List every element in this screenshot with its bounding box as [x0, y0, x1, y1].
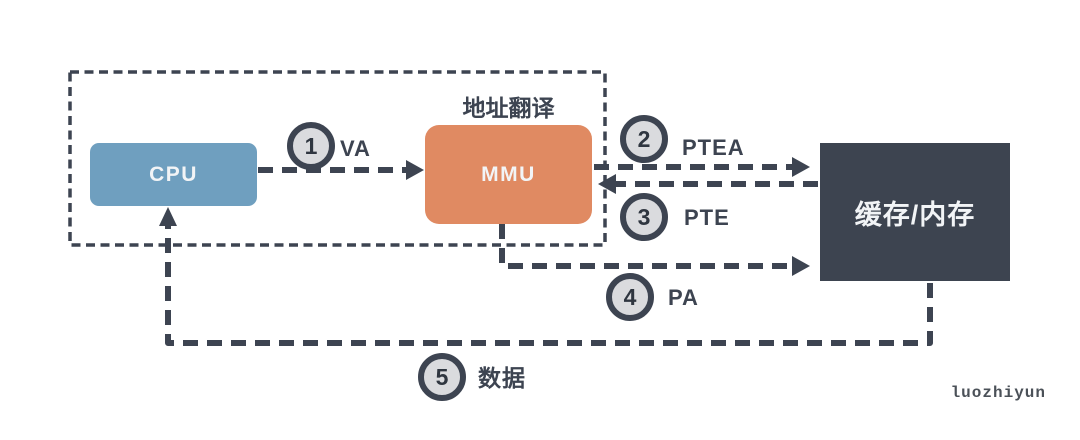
step-badge-4: 4	[606, 273, 654, 321]
arrow-data-line	[165, 224, 933, 346]
cpu-box: CPU	[90, 143, 257, 206]
group-label-address-translation: 地址翻译	[462, 95, 555, 121]
arrow-ptea-head-icon	[792, 157, 810, 177]
step-badge-2-number: 2	[637, 125, 651, 152]
watermark-text: luozhiyun	[950, 384, 1046, 402]
arrow-pa-line	[499, 224, 792, 269]
step-badge-1-number: 1	[304, 132, 318, 159]
arrow-va-head-icon	[406, 160, 424, 180]
step-badge-4-number: 4	[623, 283, 637, 310]
cache-memory-box-label: 缓存/内存	[854, 199, 976, 230]
step-badge-5-number: 5	[435, 363, 449, 390]
step-badge-2: 2	[620, 115, 668, 163]
arrow-pte-head-icon	[598, 174, 616, 194]
step-badge-3: 3	[620, 193, 668, 241]
step-badge-3-number: 3	[637, 203, 651, 230]
step-label-pa: PA	[668, 285, 699, 310]
step-badge-5: 5	[418, 353, 466, 401]
mmu-box-label: MMU	[481, 162, 536, 186]
arrow-data-head-icon	[159, 207, 177, 226]
step-label-ptea: PTEA	[682, 135, 745, 160]
arrow-pa-head-icon	[792, 256, 810, 276]
step-label-pte: PTE	[684, 205, 730, 230]
mmu-box: MMU	[425, 125, 592, 224]
step-label-va: VA	[340, 136, 371, 161]
cpu-mmu-group-border	[68, 70, 607, 247]
cpu-box-label: CPU	[149, 162, 198, 186]
step-badge-1: 1	[287, 122, 335, 170]
step-label-data: 数据	[478, 365, 526, 391]
cache-memory-box: 缓存/内存	[820, 143, 1010, 281]
